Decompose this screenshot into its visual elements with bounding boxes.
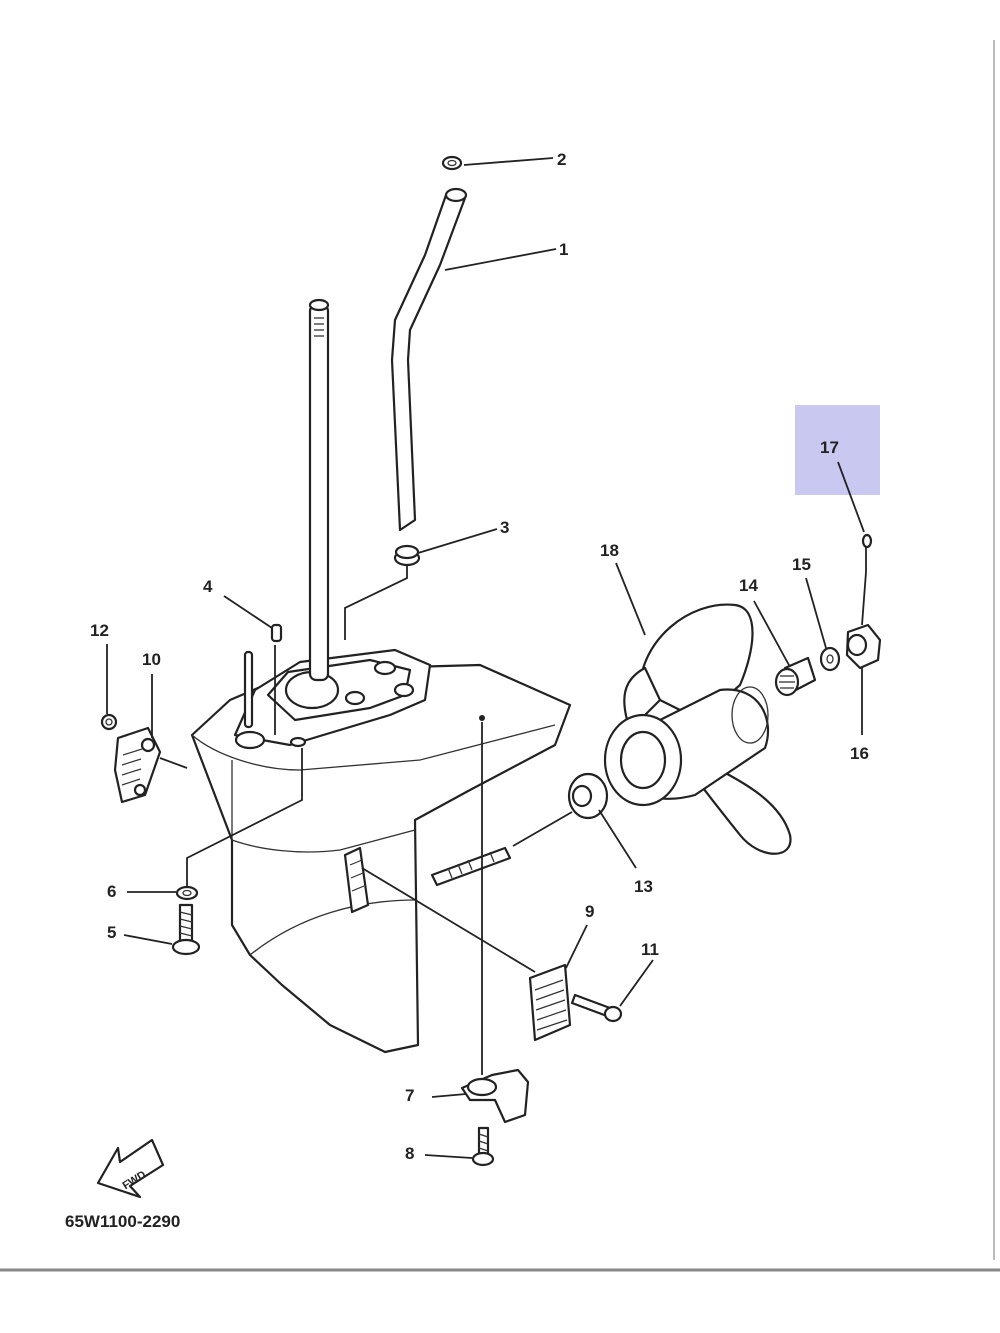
callout-9[interactable]: 9 [585,902,594,921]
part-4-dowel-pin [270,623,283,643]
part-2-grommet [441,155,463,171]
part-11-bolt [570,993,623,1023]
part-16-nut [845,623,882,670]
callout-labels: 1 2 3 4 5 6 7 8 9 10 11 12 13 14 15 16 1… [90,150,869,1163]
callout-17[interactable]: 17 [820,438,839,457]
callout-1[interactable]: 1 [559,240,568,259]
callout-10[interactable]: 10 [142,650,161,669]
part-8-screw [471,1126,495,1167]
fwd-arrow: FWD [96,1138,165,1199]
part-13-thrust-washer [567,772,609,820]
callout-7[interactable]: 7 [405,1086,414,1105]
part-17-cotter-pin [861,533,873,572]
part-7-anode [460,1068,530,1124]
drawing-code: 65W1100-2290 [65,1212,180,1231]
part-17-highlight[interactable] [795,405,880,495]
callout-2[interactable]: 2 [557,150,566,169]
part-12-screw [100,713,118,731]
callout-14[interactable]: 14 [739,576,758,595]
callout-8[interactable]: 8 [405,1144,414,1163]
callout-13[interactable]: 13 [634,877,653,896]
callout-18[interactable]: 18 [600,541,619,560]
part-15-washer [819,646,841,672]
part-1-water-tube [390,193,467,532]
leader-lines [106,157,867,1159]
part-18-propeller [603,603,792,855]
callout-11[interactable]: 11 [641,940,659,959]
callout-3[interactable]: 3 [500,518,509,537]
drive-shaft [308,298,330,682]
callout-12[interactable]: 12 [90,621,109,640]
callout-6[interactable]: 6 [107,882,116,901]
part-6-washer [175,885,199,901]
part-3-grommet [393,544,421,567]
part-5-bolt [171,903,201,956]
part-10-plate [113,726,162,804]
propeller-shaft [430,846,512,887]
callout-4[interactable]: 4 [203,577,213,596]
callout-5[interactable]: 5 [107,923,116,942]
callout-15[interactable]: 15 [792,555,811,574]
callout-16[interactable]: 16 [850,744,869,763]
part-14-spacer [774,656,817,697]
part-9-trim-plate [528,963,572,1042]
lower-casing [190,648,572,1054]
